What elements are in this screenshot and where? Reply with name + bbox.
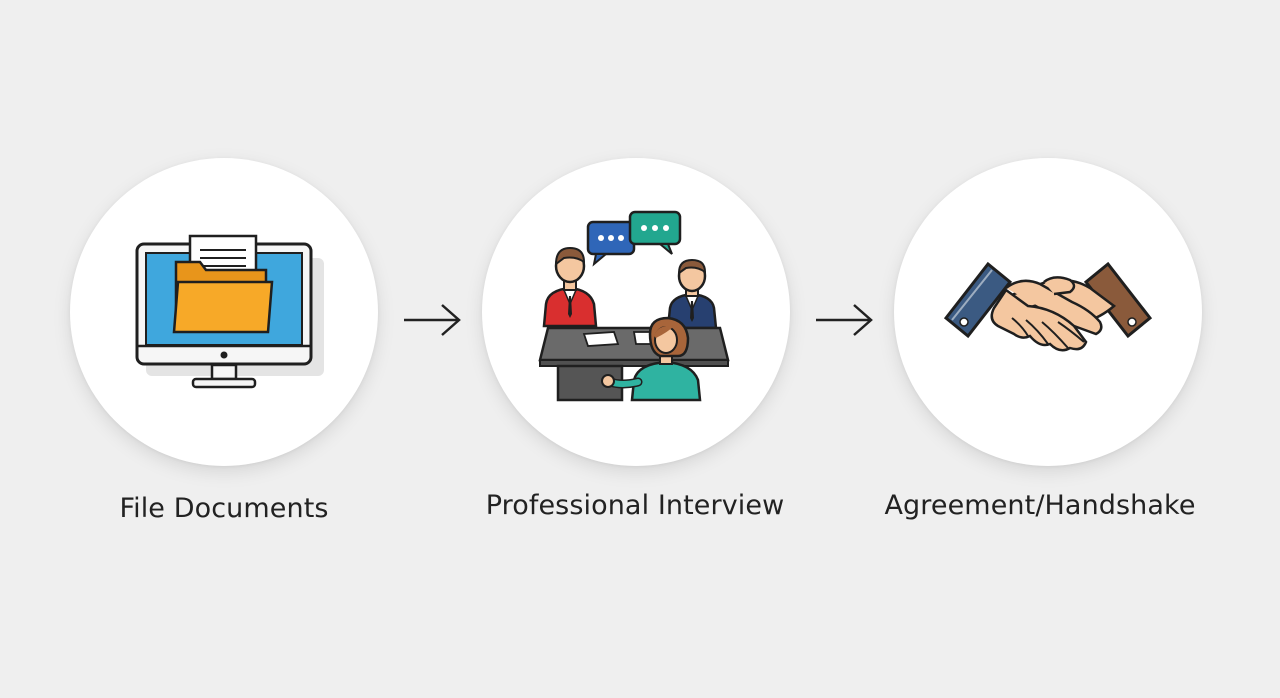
computer-folder-icon bbox=[135, 234, 324, 389]
step-circle-agreement-handshake bbox=[894, 158, 1202, 466]
handshake-icon bbox=[943, 261, 1153, 352]
interview-meeting-icon bbox=[538, 210, 730, 402]
step-label-file-documents: File Documents bbox=[119, 493, 329, 524]
step-label-professional-interview: Professional Interview bbox=[485, 490, 785, 521]
arrow-right-icon bbox=[816, 304, 873, 336]
step-circle-file-documents bbox=[70, 158, 378, 466]
arrow-right-icon bbox=[404, 304, 461, 336]
step-label-agreement-handshake: Agreement/Handshake bbox=[884, 490, 1196, 521]
step-circle-professional-interview bbox=[482, 158, 790, 466]
